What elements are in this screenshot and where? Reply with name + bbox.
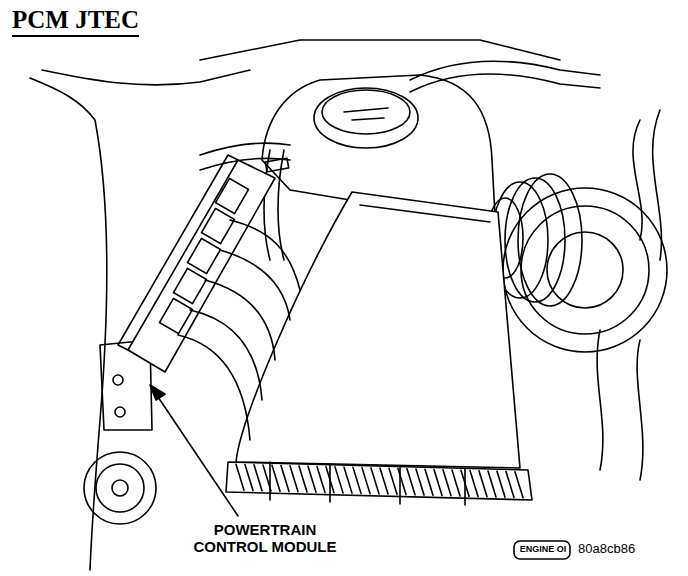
bolt <box>115 407 125 417</box>
hatch-line <box>245 464 253 490</box>
base-hatching <box>236 464 523 498</box>
bolt <box>113 375 123 385</box>
hatch-line <box>452 470 460 496</box>
hatch-line <box>380 468 388 494</box>
hatch-line <box>353 467 361 493</box>
air-cleaner-lid <box>360 205 490 222</box>
hatch-line <box>425 469 433 495</box>
hatch-line <box>317 466 325 492</box>
horn <box>84 452 156 524</box>
hatch-line <box>488 471 496 497</box>
hatch-line <box>371 468 379 494</box>
leader-line <box>156 394 238 516</box>
pulley <box>547 232 623 308</box>
hatch-line <box>443 470 451 496</box>
hood-edge <box>200 40 560 60</box>
hatch-line <box>389 468 397 494</box>
reservoir-body <box>262 75 495 215</box>
hatch-line <box>335 467 343 493</box>
hatch-line <box>344 467 352 493</box>
fender-line <box>42 70 250 85</box>
hatch-line <box>515 472 523 498</box>
cowl-line <box>200 143 290 155</box>
hatch-line <box>506 472 514 498</box>
hatch-line <box>281 465 289 491</box>
hatch-line <box>434 470 442 496</box>
hatch-line <box>470 471 478 497</box>
part-label: POWERTRAIN CONTROL MODULE <box>180 521 350 556</box>
connector-plug <box>215 178 248 213</box>
pulley <box>521 206 649 334</box>
pcm-housing <box>128 160 275 372</box>
hatch-line <box>236 464 244 490</box>
tag-text: ENGINE OI <box>516 544 570 554</box>
leader-arrowhead <box>150 385 165 400</box>
figure-id: 80a8cb86 <box>578 542 678 557</box>
reservoir-cap <box>314 88 418 148</box>
clip <box>270 462 465 505</box>
connector-plug <box>201 208 234 243</box>
hose-clamp <box>265 158 288 172</box>
connector-plug <box>187 238 220 273</box>
oil-cap-tag <box>514 541 570 559</box>
reservoir-cap <box>322 90 410 134</box>
connector-plug <box>159 298 192 333</box>
wire-harness <box>597 110 661 480</box>
hatch-line <box>290 466 298 492</box>
fender-line <box>30 78 107 570</box>
wire-harness <box>178 220 300 440</box>
hose <box>264 150 284 260</box>
figure-title: PCM JTEC <box>12 6 139 37</box>
connector-plug <box>173 268 206 303</box>
hatch-line <box>407 469 415 495</box>
reservoir-hose <box>410 61 600 92</box>
air-cleaner-base <box>226 462 532 500</box>
hatch-line <box>308 466 316 492</box>
intake-bellows <box>505 178 565 302</box>
hatch-line <box>272 465 280 491</box>
cap-detail <box>344 108 388 120</box>
hatch-line <box>254 465 262 491</box>
horn <box>96 464 144 512</box>
intake-bellows <box>518 174 582 306</box>
hatch-line <box>362 468 370 494</box>
horn <box>112 480 128 496</box>
hatch-line <box>299 466 307 492</box>
hatch-line <box>416 469 424 495</box>
hatch-line <box>497 471 505 497</box>
air-cleaner-lid <box>236 192 520 468</box>
hatch-line <box>479 471 487 497</box>
